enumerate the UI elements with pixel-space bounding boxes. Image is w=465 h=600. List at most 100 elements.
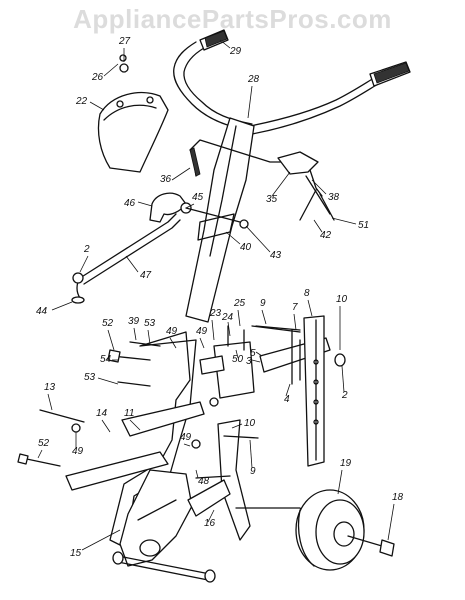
callout-c45: 45 xyxy=(192,192,204,203)
leader-line-c51 xyxy=(331,217,357,225)
leader-line-c52a xyxy=(107,329,115,351)
leader-line-c9a xyxy=(261,309,267,325)
nut-and-washer xyxy=(119,54,129,73)
callout-c28: 28 xyxy=(247,74,260,85)
callout-c39: 39 xyxy=(128,316,140,327)
leader-line-c28 xyxy=(247,85,253,119)
callout-c44: 44 xyxy=(36,306,48,317)
leader-line-c24 xyxy=(227,321,231,337)
callout-c14: 14 xyxy=(96,408,108,419)
callout-c50: 50 xyxy=(232,354,244,365)
leader-line-c38 xyxy=(311,179,327,195)
callout-c5: 5 xyxy=(250,348,256,359)
leader-line-c53a xyxy=(147,329,151,345)
leader-line-c9b xyxy=(249,439,253,469)
callout-c52b: 52 xyxy=(38,438,50,449)
leader-line-c8 xyxy=(307,299,313,317)
callout-c26: 26 xyxy=(91,72,104,83)
leader-line-c49a xyxy=(169,337,177,349)
leader-line-c44 xyxy=(51,301,73,311)
leader-line-c43 xyxy=(245,225,271,253)
callout-c42: 42 xyxy=(320,230,332,241)
callout-c35: 35 xyxy=(266,194,278,205)
callout-c2a: 2 xyxy=(83,244,90,255)
callout-c54: 54 xyxy=(100,354,112,365)
leader-line-c53b xyxy=(97,377,119,385)
callout-leaders xyxy=(37,39,395,551)
callout-c51: 51 xyxy=(358,220,369,231)
leader-line-c47 xyxy=(125,255,139,273)
leader-line-c35 xyxy=(271,171,291,197)
callout-c9a: 9 xyxy=(260,298,266,309)
control-shroud xyxy=(97,92,169,173)
callout-c48: 48 xyxy=(198,476,210,487)
wheel-bolt xyxy=(347,535,395,557)
wheel-support-leg xyxy=(187,419,313,541)
leader-line-c25 xyxy=(237,309,241,327)
callout-c22: 22 xyxy=(75,96,88,107)
callout-c49d: 49 xyxy=(180,432,192,443)
leader-line-c40 xyxy=(225,231,241,245)
leader-line-c16 xyxy=(207,509,215,523)
callout-c49a: 49 xyxy=(166,326,178,337)
callout-c13: 13 xyxy=(44,382,56,393)
leader-line-c7 xyxy=(293,313,297,331)
callout-c11: 11 xyxy=(124,408,134,419)
callout-c49c: 49 xyxy=(72,446,84,457)
leader-line-c10b xyxy=(231,423,243,429)
leader-line-c4 xyxy=(285,383,291,397)
callout-c38: 38 xyxy=(328,192,340,203)
callout-c10b: 10 xyxy=(244,418,256,429)
leader-line-c26 xyxy=(103,63,119,77)
transport-wheel xyxy=(295,489,365,571)
throttle-linkage xyxy=(189,139,335,221)
callout-c19: 19 xyxy=(340,458,352,469)
callout-c49b: 49 xyxy=(196,326,208,337)
callout-c47: 47 xyxy=(140,270,152,281)
callout-c36: 36 xyxy=(160,174,172,185)
callout-c9b: 9 xyxy=(250,466,256,477)
leader-line-c52b xyxy=(37,449,43,459)
leader-line-c14 xyxy=(101,419,111,433)
callout-c10a: 10 xyxy=(336,294,348,305)
callout-c24: 24 xyxy=(221,312,234,323)
leader-line-c2a xyxy=(79,255,89,273)
handle-column xyxy=(185,117,255,323)
callout-c4: 4 xyxy=(284,394,290,405)
callout-c25: 25 xyxy=(233,298,246,309)
callout-c16: 16 xyxy=(204,518,216,529)
watermark: AppliancePartsPros.com xyxy=(73,4,392,34)
callout-c23: 23 xyxy=(209,308,222,319)
callout-c46: 46 xyxy=(124,198,136,209)
callout-c3: 3 xyxy=(246,356,252,367)
callout-c52a: 52 xyxy=(102,318,114,329)
leader-line-c49d xyxy=(183,443,191,447)
leader-line-c36 xyxy=(171,167,191,181)
left-side-frame xyxy=(65,331,205,549)
leader-line-c46 xyxy=(137,201,153,207)
bolts xyxy=(17,325,301,479)
callout-c27: 27 xyxy=(118,36,131,47)
callout-c8: 8 xyxy=(304,288,310,299)
callout-c7: 7 xyxy=(292,302,298,313)
leader-line-c45 xyxy=(185,203,195,209)
leader-line-c29 xyxy=(219,39,231,49)
leader-line-c48 xyxy=(195,469,199,479)
leader-line-c39 xyxy=(133,327,137,341)
leader-line-c11 xyxy=(129,419,141,431)
callout-c29: 29 xyxy=(229,46,242,57)
tine-guard xyxy=(112,469,216,583)
callout-c15: 15 xyxy=(70,548,82,559)
leader-line-c3 xyxy=(251,359,261,363)
leader-line-c18 xyxy=(387,503,395,541)
leader-line-c13 xyxy=(47,393,53,411)
depth-rod xyxy=(71,213,181,304)
callout-c53b: 53 xyxy=(84,372,96,383)
handlebar xyxy=(173,29,411,135)
leader-line-c42 xyxy=(313,219,323,233)
leader-line-c2b xyxy=(341,365,345,393)
leader-line-c22 xyxy=(89,101,105,111)
leader-line-c50 xyxy=(235,349,239,359)
